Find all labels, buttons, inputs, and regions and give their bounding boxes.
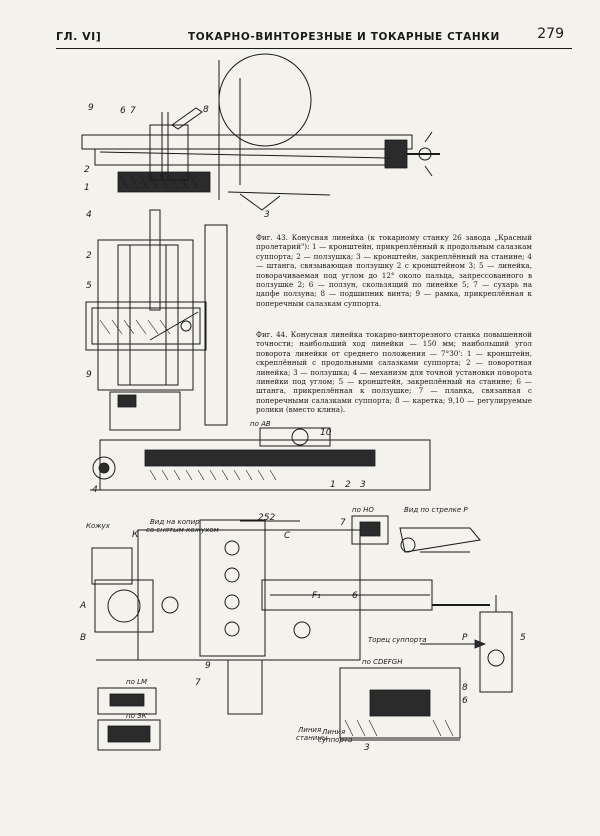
label-8: 8 (203, 105, 209, 115)
header-rule (56, 48, 572, 49)
label-vid-na-kopir-1: Вид на копир (150, 518, 200, 526)
section-title: ТОКАРНО-ВИНТОРЕЗНЫЕ И ТОКАРНЫЕ СТАНКИ (188, 31, 500, 43)
label-2-ab: 2 (345, 480, 351, 490)
label-3-cdefgh: 3 (364, 743, 370, 753)
label-B: В (80, 633, 86, 643)
fig44-small-sections (97, 687, 161, 751)
fig44-section-ab (90, 427, 431, 491)
label-4-ab: 4 (92, 485, 98, 495)
label-9-plan: 9 (205, 661, 211, 671)
fig44-section-cdefgh (339, 667, 461, 741)
label-liniya-staniny-2: станины (296, 734, 328, 742)
figure-43-caption: Фиг. 43. Конусная линейка (к токарному с… (256, 233, 532, 308)
fig44-plan-labels: Кожух Вид на копир со снятым кожухом 252… (79, 513, 358, 688)
label-po-lm: по LM (126, 678, 147, 686)
label-5-side: 5 (520, 633, 526, 643)
label-6: 6 (120, 106, 126, 116)
label-P: Р (462, 633, 468, 643)
label-9: 9 (88, 103, 94, 113)
page-number: 279 (537, 26, 564, 42)
label-po-ik: по ЗК (126, 712, 148, 720)
label-1-ab: 1 (330, 480, 336, 490)
chapter-label: ГЛ. VI] (56, 30, 102, 43)
fig44-small-labels: по LM по ЗК (126, 678, 148, 720)
fig43-plan-view (85, 209, 228, 431)
fig44-view-no (351, 515, 513, 693)
figure-44-caption: Фиг. 44. Конусная линейка токарно-винтор… (256, 330, 532, 415)
label-liniya-supporta-2: суппорта (318, 736, 352, 744)
fig44-section-ab-labels: по АВ 10 4 1 2 3 (92, 420, 366, 495)
label-10: 10 (320, 428, 332, 438)
label-2b: 2 (86, 251, 92, 261)
label-3: 3 (264, 210, 270, 220)
label-7-plan: 7 (195, 678, 201, 688)
fig44-view-no-labels: по НО 7 Вид по стрелке Р 5 Торец суппорт… (340, 506, 526, 644)
label-A: А (79, 601, 86, 611)
fig44-section-cdefgh-labels: по CDEFGH 8 6 3 Линия станины Линия супп… (296, 658, 468, 753)
label-liniya-staniny-1: Линия (297, 726, 321, 734)
label-7-no: 7 (340, 518, 346, 528)
label-5: 5 (86, 281, 92, 291)
label-K: К (132, 530, 139, 540)
label-7: 7 (130, 106, 136, 116)
label-po-cdefgh: по CDEFGH (362, 658, 403, 666)
label-C: С (284, 531, 291, 541)
label-9b: 9 (86, 370, 92, 380)
label-F1: F₁ (312, 591, 321, 601)
label-dim-252: 252 (258, 513, 275, 523)
label-vid-po-strelke: Вид по стрелке Р (404, 506, 468, 514)
label-3-ab: 3 (360, 480, 366, 490)
label-6-plan: 6 (352, 591, 358, 601)
running-head: ГЛ. VI] ТОКАРНО-ВИНТОРЕЗНЫЕ И ТОКАРНЫЕ С… (28, 26, 572, 46)
label-vid-na-kopir-2: со снятым кожухом (146, 526, 219, 534)
chuck-circle (218, 53, 312, 147)
label-kozhukh: Кожух (86, 522, 111, 530)
label-2: 2 (84, 165, 90, 175)
label-liniya-supporta-1: Линия (321, 728, 345, 736)
label-po-ab: по АВ (250, 420, 271, 428)
fig43-side-view (81, 53, 440, 211)
fig43-plan-labels: 4 2 5 9 (86, 210, 92, 380)
label-po-no: по НО (352, 506, 374, 514)
label-6-cdefgh: 6 (462, 696, 468, 706)
label-torets-supporta: Торец суппорта (368, 636, 427, 644)
label-1: 1 (84, 183, 90, 193)
fig43-side-labels: 9 6 7 8 2 1 3 (84, 103, 270, 220)
fig44-plan-view (91, 519, 490, 715)
label-8: 8 (462, 683, 468, 693)
label-4: 4 (86, 210, 92, 220)
